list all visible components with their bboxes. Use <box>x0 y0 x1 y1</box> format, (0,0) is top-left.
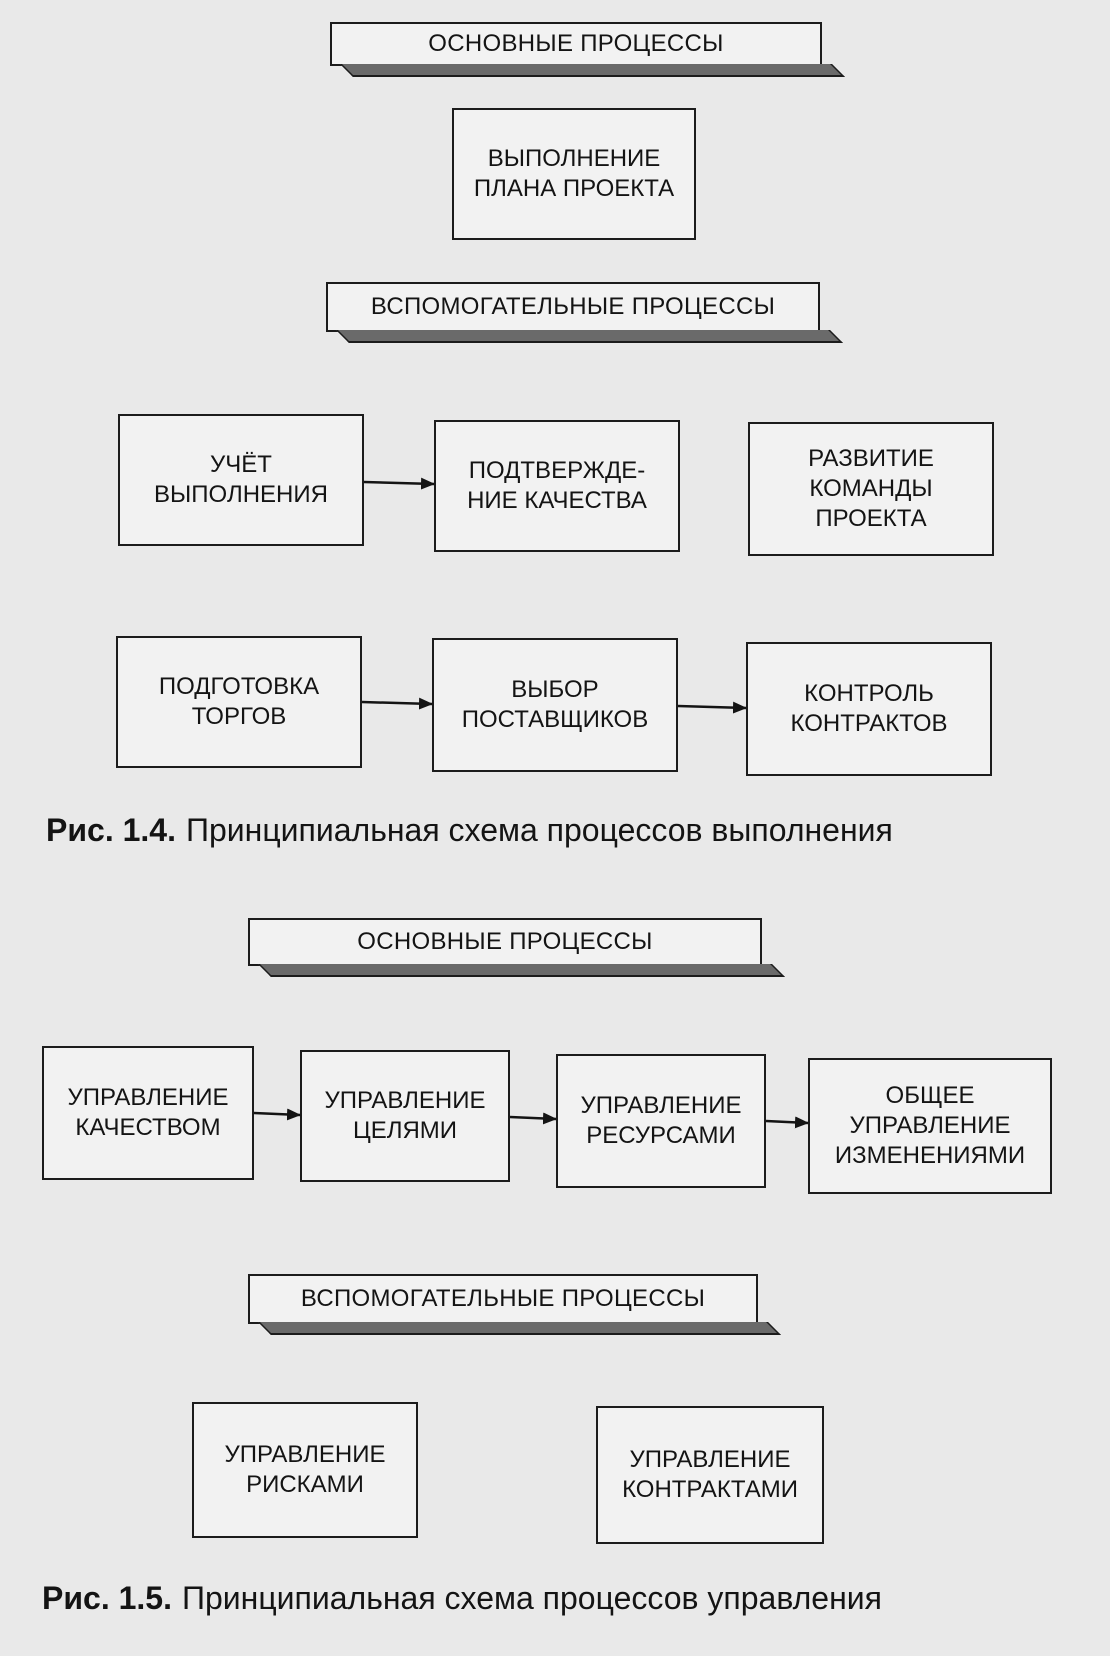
auxiliary-processes-header: ВСПОМОГАТЕЛЬНЫЕ ПРОЦЕССЫ <box>326 282 820 332</box>
arrow-quality-to-goals <box>253 1108 301 1121</box>
figure-1-4-title: Принципиальная схема процессов выполнени… <box>185 812 893 848</box>
resources-management-box: УПРАВЛЕНИЕ РЕСУРСАМИ <box>556 1054 766 1188</box>
arrow-supplier-to-contract <box>677 701 747 714</box>
contract-management-box: УПРАВЛЕНИЕ КОНТРАКТАМИ <box>596 1406 824 1544</box>
tender-preparation-box: ПОДГОТОВКА ТОРГОВ <box>116 636 362 768</box>
goals-management-box: УПРАВЛЕНИЕ ЦЕЛЯМИ <box>300 1050 510 1182</box>
figure-1-4-number: Рис. 1.4. <box>46 812 176 848</box>
change-management-box: ОБЩЕЕ УПРАВЛЕНИЕ ИЗМЕНЕНИЯМИ <box>808 1058 1052 1194</box>
arrow-resources-to-changes <box>765 1116 809 1129</box>
figure-1-5-caption: Рис. 1.5.Принципиальная схема процессов … <box>42 1580 882 1617</box>
team-development-box: РАЗВИТИЕ КОМАНДЫ ПРОЕКТА <box>748 422 994 556</box>
arrow-goals-to-resources <box>509 1112 557 1125</box>
contract-control-box: КОНТРОЛЬ КОНТРАКТОВ <box>746 642 992 776</box>
quality-management-box: УПРАВЛЕНИЕ КАЧЕСТВОМ <box>42 1046 254 1180</box>
supplier-selection-box: ВЫБОР ПОСТАВЩИКОВ <box>432 638 678 772</box>
risk-management-box: УПРАВЛЕНИЕ РИСКАМИ <box>192 1402 418 1538</box>
arrow-accounting-to-quality <box>363 477 435 490</box>
main-processes-header-2: ОСНОВНЫЕ ПРОЦЕССЫ <box>248 918 762 966</box>
figure-1-4-caption: Рис. 1.4.Принципиальная схема процессов … <box>46 812 893 849</box>
execution-accounting-box: УЧЁТ ВЫПОЛНЕНИЯ <box>118 414 364 546</box>
figure-1-5-title: Принципиальная схема процессов управлени… <box>181 1580 882 1616</box>
quality-confirmation-box: ПОДТВЕРЖДЕ- НИЕ КАЧЕСТВА <box>434 420 680 552</box>
main-processes-header: ОСНОВНЫЕ ПРОЦЕССЫ <box>330 22 822 66</box>
plan-execution-box: ВЫПОЛНЕНИЕ ПЛАНА ПРОЕКТА <box>452 108 696 240</box>
arrow-tender-to-supplier <box>361 697 433 710</box>
auxiliary-processes-header-2: ВСПОМОГАТЕЛЬНЫЕ ПРОЦЕССЫ <box>248 1274 758 1324</box>
figure-1-5-number: Рис. 1.5. <box>42 1580 172 1616</box>
